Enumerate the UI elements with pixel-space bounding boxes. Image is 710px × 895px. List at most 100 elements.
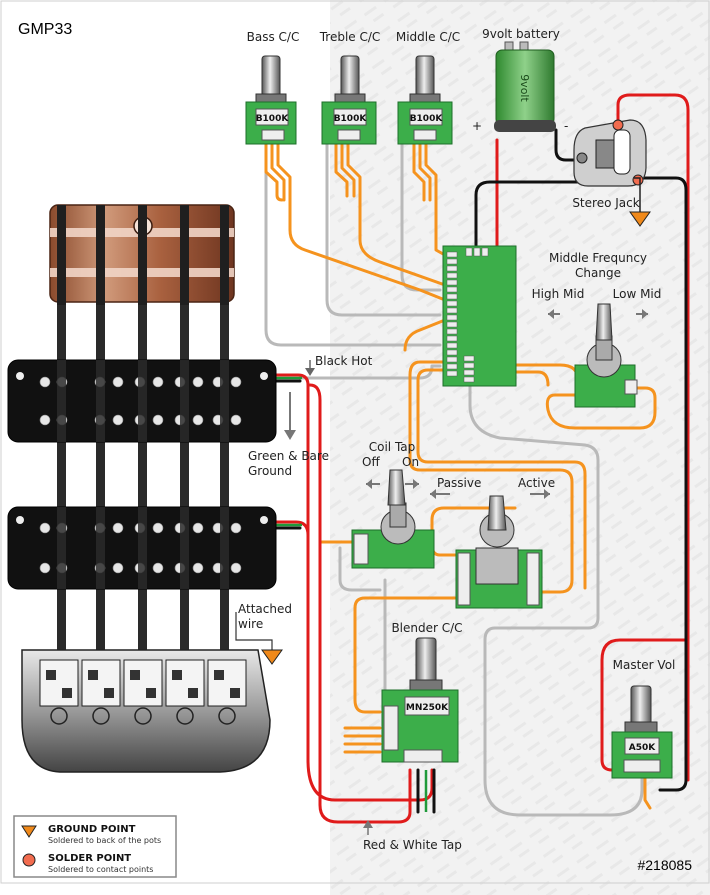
legend-ground-title: GROUND POINT [48, 824, 136, 835]
active-label: Active [518, 476, 555, 490]
coil-tap-label: Coil Tap [369, 440, 416, 454]
board-pin [446, 300, 458, 307]
saddle-screw [172, 670, 182, 680]
saddle-ring [92, 707, 110, 725]
pickup-pole [192, 376, 204, 388]
pickup-pole [230, 522, 242, 534]
attached-wire-label-line1: Attached [238, 602, 292, 616]
bass-pot-value: B100K [256, 114, 290, 124]
bridge-saddle [39, 659, 79, 707]
coil-tap-on-label: On [402, 455, 419, 469]
black-hot-label: Black Hot [315, 354, 373, 368]
pickup-pole [39, 376, 51, 388]
saddle-ring [218, 707, 236, 725]
stereo-jack [573, 119, 647, 187]
board-pin [446, 342, 458, 349]
battery-face-label: 9volt [518, 74, 531, 102]
treble-pot: B100K [321, 55, 377, 145]
board-pin [446, 272, 458, 279]
board-pin [446, 279, 458, 286]
saddle-screw [88, 670, 98, 680]
mid-frequency-switch [574, 303, 638, 408]
blender-label: Blender C/C [391, 621, 462, 635]
board-pin [463, 376, 475, 383]
legend: GROUND POINT Soldered to back of the pot… [13, 815, 177, 878]
pickup-pole [152, 414, 164, 426]
middle-label: Middle C/C [396, 30, 460, 44]
saddle-ring [134, 707, 152, 725]
battery: 9volt [494, 41, 556, 132]
middle-pot: B100K [397, 55, 453, 145]
bridge-saddle [123, 659, 163, 707]
battery-label: 9volt battery [482, 27, 560, 41]
pickup-pole [192, 522, 204, 534]
board-pin [446, 370, 458, 377]
annotation-arrows [235, 177, 651, 835]
saddle-screw [230, 688, 240, 698]
board-pin [463, 355, 475, 362]
solder-point-icon [22, 853, 36, 867]
attached-wire-label-line2: wire [238, 617, 263, 631]
board-pin [446, 349, 458, 356]
bridge-saddle [207, 659, 247, 707]
saddle-screw [130, 670, 140, 680]
board-pin [446, 286, 458, 293]
board-pin [446, 258, 458, 265]
saddle-screw [62, 688, 72, 698]
green-bare-label-line1: Green & Bare [248, 449, 329, 463]
stereo-jack-label: Stereo Jack [572, 196, 639, 210]
master-pot-value: A50K [629, 743, 656, 753]
blender-pot: MN250K [381, 637, 459, 763]
board-pin [446, 265, 458, 272]
mid-freq-label-line1: Middle Frequncy [549, 251, 647, 265]
pickup-pole [152, 376, 164, 388]
pickup-pole [112, 562, 124, 574]
pickup-pole [39, 562, 51, 574]
passive-label: Passive [437, 476, 481, 490]
bass-label: Bass C/C [247, 30, 300, 44]
passive-active-switch [455, 495, 543, 609]
saddle-screw [46, 670, 56, 680]
board-pin [446, 363, 458, 370]
board-pin [446, 251, 458, 258]
red-white-tap-label: Red & White Tap [363, 838, 462, 852]
diagram-labels: Bass C/C Treble C/C Middle C/C 9volt bat… [238, 27, 675, 852]
coil-tap-switch [351, 469, 435, 569]
master-vol-label: Master Vol [613, 658, 676, 672]
pickup-pole [112, 414, 124, 426]
pickup-pole [112, 522, 124, 534]
coil-tap-off-label: Off [362, 455, 380, 469]
pickup-pole [192, 562, 204, 574]
blender-pot-value: MN250K [406, 703, 449, 713]
board-pin [481, 247, 489, 257]
saddle-ring [176, 707, 194, 725]
saddle-screw [104, 688, 114, 698]
preamp-board [442, 245, 517, 387]
board-pin [446, 356, 458, 363]
board-pin [446, 307, 458, 314]
pickup-pole [152, 562, 164, 574]
board-pin [446, 328, 458, 335]
bridge-saddle [81, 659, 121, 707]
pickup-pole [192, 414, 204, 426]
board-pin [446, 335, 458, 342]
pickup-pole [39, 522, 51, 534]
pickup-pole [112, 376, 124, 388]
saddle-ring [50, 707, 68, 725]
ground-point-icon [21, 825, 37, 838]
pickup-pole [230, 562, 242, 574]
legend-ground-subtitle: Soldered to back of the pots [48, 836, 161, 845]
saddle-screw [146, 688, 156, 698]
treble-label: Treble C/C [319, 30, 381, 44]
pickup-pole [230, 414, 242, 426]
saddle-screw [188, 688, 198, 698]
diagram-code: #218085 [637, 857, 692, 873]
board-pin [465, 247, 473, 257]
mid-freq-label-line2: Change [575, 266, 621, 280]
string-overlay-top [57, 205, 229, 305]
middle-pot-value: B100K [410, 114, 444, 124]
battery-plus-label: + [472, 119, 482, 133]
